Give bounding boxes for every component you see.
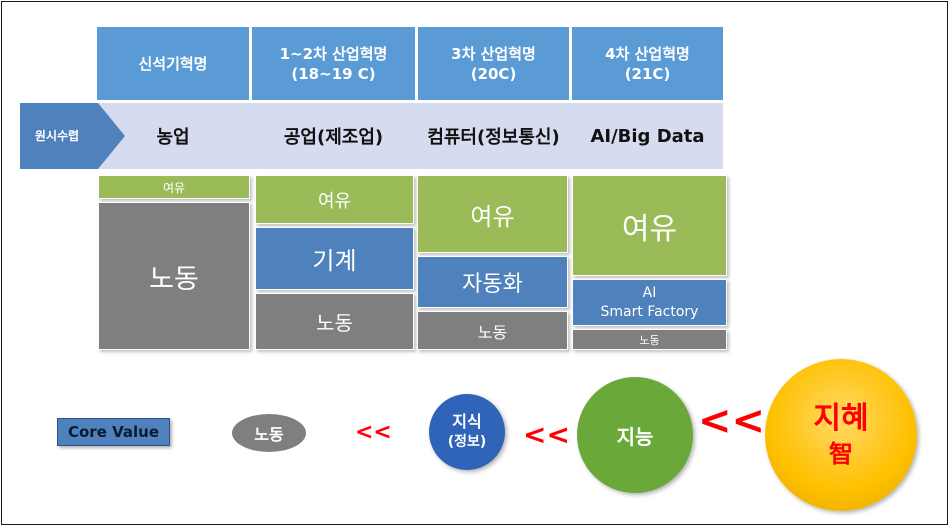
col1-labor: 노동 [98,202,250,350]
header-industrial-1-2-title: 1~2차 산업혁명 [279,44,388,63]
era-agriculture: 농업 [156,127,190,148]
header-industrial-3: 3차 산업혁명 (20C) [418,27,569,100]
header-industrial-1-2-period: (18~19 C) [291,64,376,83]
col2-machine-label: 기계 [312,247,357,275]
col4-machine: AI Smart Factory [572,279,727,326]
col2-machine: 기계 [255,227,414,290]
era-computing: 컴퓨터(정보통신) [427,127,560,148]
chevron-left-medium-icon: << [523,418,570,451]
intelligence-label: 지능 [616,424,654,449]
start-label: 원시수렵 [34,129,80,143]
header-industrial-4-title: 4차 산업혁명 [605,44,690,63]
col1-leisure: 여유 [98,175,250,199]
wisdom-circle: 지혜 智 [765,359,917,511]
header-industrial-3-period: (20C) [470,64,517,83]
header-industrial-3-title: 3차 산업혁명 [451,44,536,63]
col4-leisure-label: 여유 [621,211,678,247]
era-manufacturing: 공업(제조업) [283,127,384,148]
era-band [97,103,723,169]
col4-labor: 노동 [572,329,727,350]
col2-leisure: 여유 [255,175,414,224]
header-neolithic-title: 신석기혁명 [138,54,208,73]
start-arrow-shape [20,103,125,169]
col3-labor: 노동 [417,311,568,350]
knowledge-sublabel: (정보) [447,434,487,450]
wisdom-label: 지혜 [813,401,869,436]
header-industrial-1-2: 1~2차 산업혁명 (18~19 C) [252,27,415,100]
header-industrial-4-period: (21C) [624,64,671,83]
col4-leisure: 여유 [572,175,727,276]
col2-labor-label: 노동 [316,311,353,335]
col3-leisure-label: 여유 [470,202,515,231]
col3-machine-label: 자동화 [462,272,523,297]
col4-machine-label-ai: AI [642,284,657,301]
col3-labor-label: 노동 [477,322,508,342]
intelligence-circle: 지능 [577,377,693,493]
col2-leisure-label: 여유 [317,190,352,212]
header-industrial-4: 4차 산업혁명 (21C) [572,27,723,100]
knowledge-label: 지식 [452,412,482,431]
wisdom-hanja-label: 智 [829,440,853,468]
col1-labor-label: 노동 [149,263,199,295]
era-ai-bigdata: AI/Big Data [590,125,705,147]
col3-leisure: 여유 [417,175,568,253]
header-neolithic: 신석기혁명 [97,27,249,100]
col4-labor-label: 노동 [639,333,660,347]
chevron-left-large-icon: << [698,398,766,444]
col1-leisure-label: 여유 [162,180,186,195]
col3-machine: 자동화 [417,256,568,308]
col2-labor: 노동 [255,293,414,350]
col4-machine-label-factory: Smart Factory [600,303,699,320]
labor-ellipse: 노동 [232,414,306,452]
chevron-left-small-icon: << [355,420,392,445]
core-value-label: Core Value [57,418,170,446]
labor-ellipse-label: 노동 [254,425,284,444]
knowledge-circle: 지식 (정보) [429,394,505,470]
